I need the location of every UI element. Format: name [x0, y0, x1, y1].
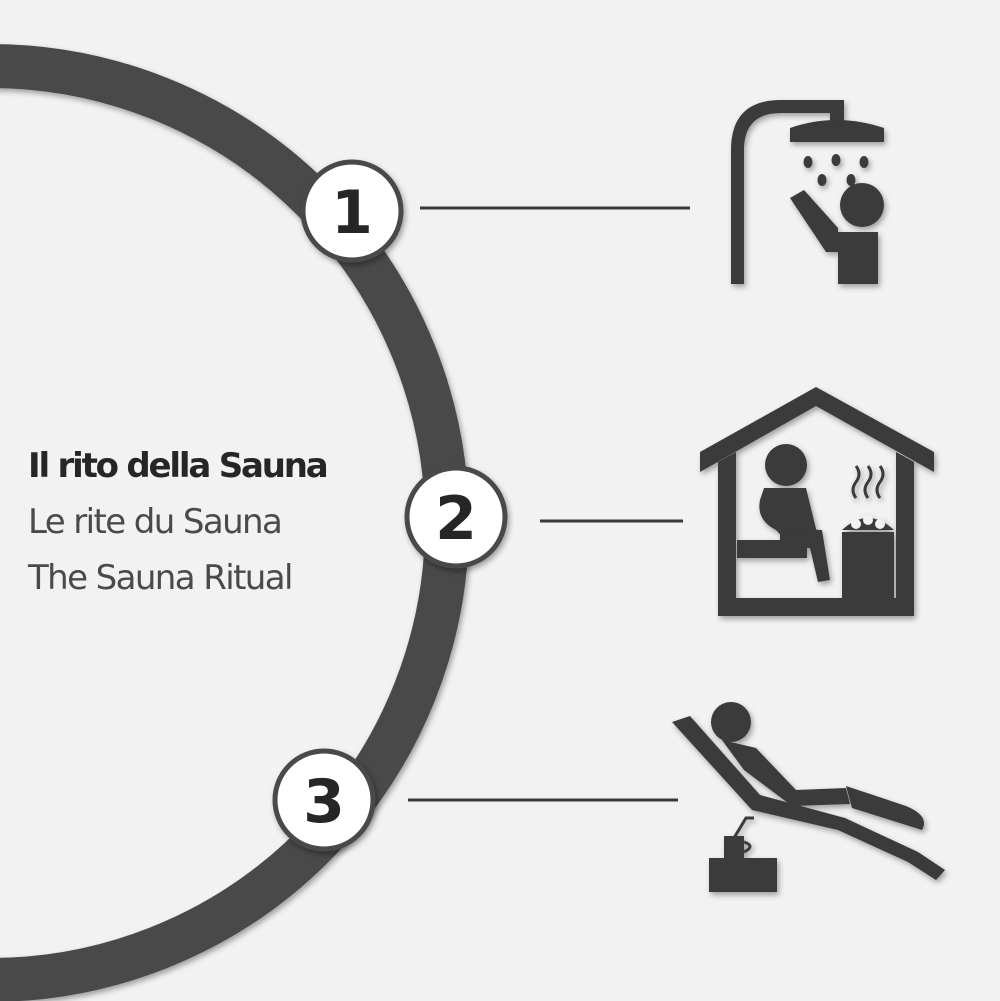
step-badge-3: 3: [272, 748, 376, 852]
step-number-1: 1: [331, 178, 373, 248]
sauna-person-icon: [700, 387, 934, 616]
step-badge-1: 1: [300, 159, 404, 263]
step-number-2: 2: [435, 484, 477, 554]
shower-person-icon: [731, 100, 884, 284]
step-number-3: 3: [303, 767, 345, 837]
step-badge-2: 2: [404, 465, 508, 569]
lounger-relax-icon: [672, 702, 945, 892]
title-english: The Sauna Ritual: [28, 558, 293, 598]
title-block: Il rito della Sauna Le rite du Sauna The…: [28, 438, 329, 606]
title-french: Le rite du Sauna: [28, 502, 283, 542]
title-italian: Il rito della Sauna: [28, 446, 329, 486]
